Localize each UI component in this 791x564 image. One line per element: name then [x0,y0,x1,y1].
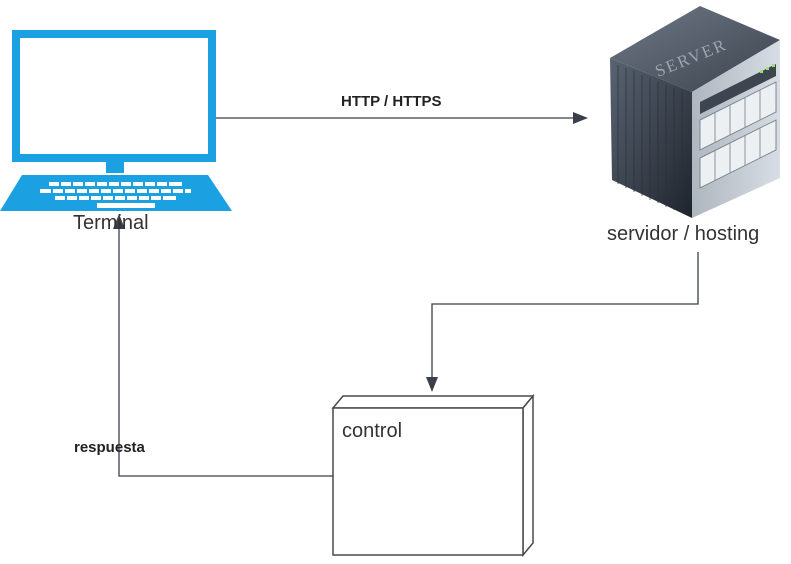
control-box [331,393,535,558]
node-label-server: servidor / hosting [607,223,760,245]
edge-label-response: respuesta [74,439,145,456]
node-label-terminal: Terminal [73,212,149,234]
edge-response [113,214,333,477]
node-label-control: control [342,420,403,442]
edge-request [216,112,588,124]
edge-server-control [426,252,699,392]
server-icon [610,6,780,218]
edge-label-request: HTTP / HTTPS [341,93,442,110]
laptop-icon [0,30,232,211]
